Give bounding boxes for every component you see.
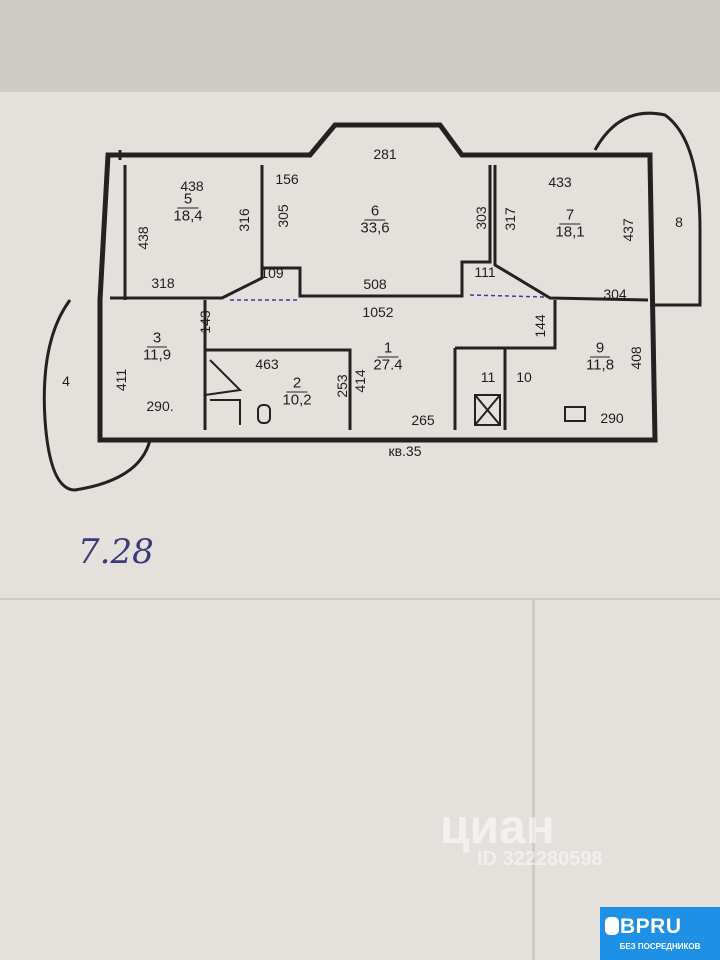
dimension-label: 265: [411, 412, 435, 428]
handwritten-note: 7.28: [78, 532, 154, 572]
dimension-label: 290.: [146, 398, 174, 414]
room-area: 10,2: [282, 391, 312, 409]
wall-room7: [493, 165, 649, 302]
dimension-label: 316: [236, 208, 252, 232]
room-4-label: 4: [62, 373, 70, 389]
dimension-label: 290: [600, 410, 624, 426]
dimension-label: 1052: [362, 304, 394, 320]
room-number: 1: [377, 340, 399, 358]
bpru-badge[interactable]: BPRU БЕЗ ПОСРЕДНИКОВ: [600, 907, 720, 960]
bathtub-icon: [204, 359, 243, 425]
inner-wall-left: [118, 150, 127, 300]
shaft-box: [474, 394, 501, 426]
dimension-label: 304: [603, 286, 627, 302]
paper-fold-vertical: [532, 598, 535, 960]
outer-wall: [97, 122, 658, 443]
dimension-label: 111: [474, 264, 496, 280]
room-area: 11,9: [142, 346, 172, 364]
badge-brand: BPRU: [620, 915, 682, 938]
dimension-label: 305: [275, 204, 291, 228]
dimension-label: 318: [151, 275, 175, 291]
dimension-label: 408: [628, 346, 644, 370]
toilet-icon: [257, 404, 271, 424]
room-number: 5: [177, 191, 199, 209]
room-area: 27.4: [373, 356, 403, 374]
room-10-label: 10: [516, 369, 532, 385]
bpru-logo-icon: [605, 917, 619, 935]
wall-room6: [262, 165, 492, 298]
room-8-label: 8: [675, 214, 683, 230]
balcony-4-outline: [42, 299, 152, 492]
dimension-label: 411: [113, 368, 129, 392]
dimension-label: 463: [255, 356, 279, 372]
balcony-8-outline: [593, 111, 702, 307]
watermark-brand: циан: [440, 801, 555, 854]
dimension-label: 433: [548, 174, 572, 190]
wall-rooms-10-11: [453, 300, 557, 430]
room-area: 18,4: [173, 207, 203, 225]
dimension-label: 438: [135, 226, 151, 250]
stove-icon: [564, 406, 586, 422]
dimension-label: 281: [373, 146, 397, 162]
wall-room5: [110, 165, 264, 300]
dimension-label: 317: [502, 207, 518, 231]
wall-room2: [203, 300, 352, 430]
dimension-label: 438: [180, 178, 204, 194]
dimension-label: 156: [275, 171, 299, 187]
dimension-label: 414: [352, 369, 368, 393]
dimension-label: 253: [334, 374, 350, 398]
watermark-id: ID 322280598: [477, 848, 603, 870]
room-number: 7: [559, 207, 581, 225]
room-area: 11,8: [585, 356, 615, 374]
dimension-label: 144: [532, 314, 548, 338]
room-number: 3: [146, 330, 168, 348]
pen-mark: [469, 294, 546, 298]
dimension-label: 508: [363, 276, 387, 292]
dimension-label: 303: [473, 206, 489, 230]
room-number: 9: [589, 340, 611, 358]
room-number: 2: [286, 375, 308, 393]
ventilation-shaft-icon: [474, 394, 501, 426]
background-surface: [0, 0, 720, 100]
paper-sheet: [0, 92, 720, 960]
dimension-label: 437: [620, 218, 636, 242]
badge-subtitle: БЕЗ ПОСРЕДНИКОВ: [619, 942, 701, 951]
dimension-label: 109: [260, 265, 284, 281]
apartment-label: кв.35: [388, 443, 422, 459]
paper-fold: [0, 598, 720, 600]
room-11-label: 11: [480, 369, 496, 385]
room-area: 18,1: [555, 223, 585, 241]
room-number: 6: [364, 203, 386, 221]
dimension-label: 143: [197, 310, 213, 334]
room-area: 33,6: [360, 219, 390, 237]
